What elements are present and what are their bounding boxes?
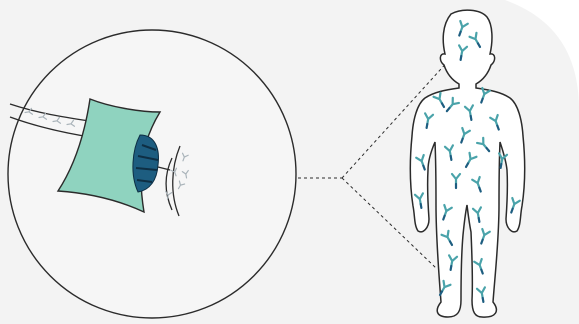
- illustration: [0, 0, 579, 324]
- scene-svg: [0, 0, 579, 324]
